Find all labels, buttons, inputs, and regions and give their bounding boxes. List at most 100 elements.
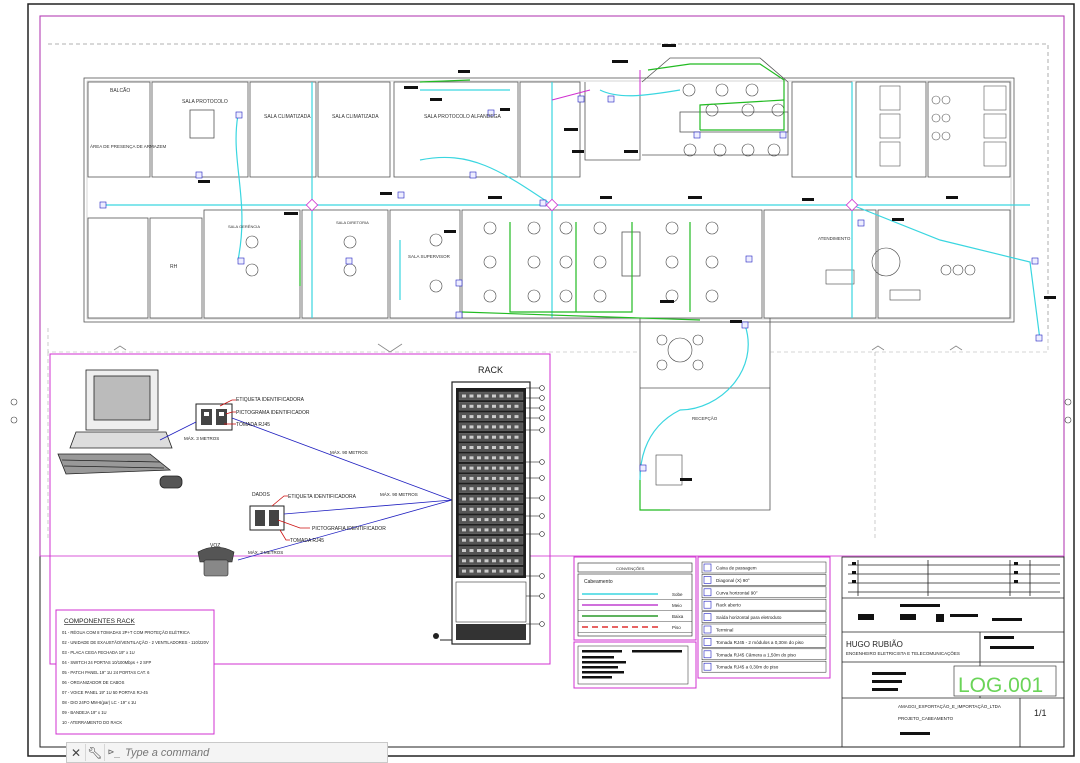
component-item: 03 - PLACA CEGA FECHADA 19" x 1U [62, 650, 135, 655]
legend-cabling-label: Sobe [672, 592, 683, 597]
legend-symbol-row [701, 660, 827, 673]
cabling-green [299, 63, 785, 511]
rack-port [514, 476, 519, 480]
rack-port [462, 456, 466, 460]
rack-callout-marker [539, 621, 545, 627]
rack-port [492, 404, 496, 408]
rack-port [484, 549, 489, 552]
legend-symbol-label: Diagonal (X) 90° [716, 578, 750, 583]
rack-port [499, 487, 504, 491]
rack-port [462, 466, 466, 470]
rack-port [507, 549, 511, 552]
cabling-cyan [104, 82, 1041, 481]
rack-unit [458, 556, 524, 565]
rack-port [499, 569, 504, 573]
component-item: 08 - DIO 24FO MM-6(par) LC - 19" x 1U [62, 700, 136, 705]
rack-port [492, 466, 496, 470]
rack-unit [458, 474, 524, 483]
sheet-number: 1/1 [1034, 708, 1047, 718]
rack-port [514, 404, 519, 408]
rack-port [514, 487, 519, 491]
rack-port [484, 518, 489, 522]
rack-port [507, 487, 511, 491]
rack-port [469, 569, 474, 573]
rack-port [492, 528, 496, 532]
rack-port [492, 559, 496, 563]
rack-port [477, 538, 481, 542]
rack-port [507, 466, 511, 470]
legend-symbol-label: Tomada RJ45 - 2 módulos a 0,30m do piso [716, 640, 804, 645]
rack-port [492, 425, 496, 429]
rack-callout-marker [539, 593, 545, 599]
magenta-sheet-border [39, 15, 1065, 557]
label-etiqueta-2: ETIQUETA IDENTIFICADORA [288, 494, 357, 500]
rack-port [499, 456, 504, 460]
rack-port [499, 507, 504, 511]
wrench-icon[interactable]: 🔧︎ [86, 744, 105, 761]
rack-callout-marker [539, 405, 545, 411]
rack-callout-marker [539, 531, 545, 537]
computer-illustration [57, 369, 183, 489]
outlets [99, 95, 1043, 472]
command-input[interactable] [123, 745, 348, 760]
label-max90-b: MÁX. 90 METROS [380, 491, 418, 497]
legend-symbol-row [701, 611, 827, 623]
rack-port [499, 538, 504, 542]
rack-port [514, 569, 519, 573]
rack-port [514, 394, 519, 398]
room-rh: RH [170, 264, 178, 270]
rack-port [477, 446, 481, 449]
legend-symbol-label: Saída horizontal para eletroduto [716, 615, 782, 620]
rack-port [462, 404, 466, 408]
rack-port [462, 549, 466, 552]
rack-port [462, 497, 466, 501]
rack-port [499, 446, 504, 449]
legend-cabeamento: Cabeamento [584, 579, 613, 585]
rack-port [477, 507, 481, 511]
legend-symbol-swatch [703, 576, 712, 584]
rack-port [484, 507, 489, 511]
rack-port [469, 497, 474, 501]
legend-symbol-label: Terminal [716, 628, 733, 633]
rack-port [514, 518, 519, 522]
rack-port [514, 446, 519, 449]
rack-port [477, 425, 481, 429]
legend-cabling-label: Baixa [672, 614, 684, 619]
rack-port [469, 446, 474, 449]
rack-port [484, 415, 489, 419]
rack-port [499, 404, 504, 408]
rack-port [462, 435, 466, 439]
rack-port [477, 559, 481, 563]
rack-unit [458, 505, 524, 514]
rack-port [507, 528, 511, 532]
rack-port [507, 446, 511, 449]
rack-illustration [433, 381, 531, 645]
rack-port [492, 538, 496, 542]
rack-port [499, 559, 504, 563]
rack-port [477, 528, 481, 532]
legend-symbol-label: Tomada RJ45 Câmera a 1,50m do piso [716, 652, 796, 657]
frame-ticks [10, 398, 1072, 424]
rack-port [492, 569, 496, 573]
rack-port [514, 435, 519, 439]
rack-port [462, 446, 466, 449]
rack-port [484, 404, 489, 408]
label-tomada-2: TOMADA RJ45 [290, 538, 324, 544]
rack-unit [458, 391, 524, 401]
close-icon[interactable]: ✕ [67, 744, 86, 761]
rack-port [484, 466, 489, 470]
rack-port [477, 394, 481, 398]
rack-port [469, 394, 474, 398]
rack-port [469, 507, 474, 511]
rack-port [507, 559, 511, 563]
rack-port [477, 415, 481, 419]
rack-port [492, 446, 496, 449]
rack-port [484, 435, 489, 439]
rack-port [514, 538, 519, 542]
rack-port [499, 466, 504, 470]
legend-symbol-swatch [703, 650, 712, 659]
rack-port [484, 569, 489, 573]
rack-port [469, 528, 474, 532]
